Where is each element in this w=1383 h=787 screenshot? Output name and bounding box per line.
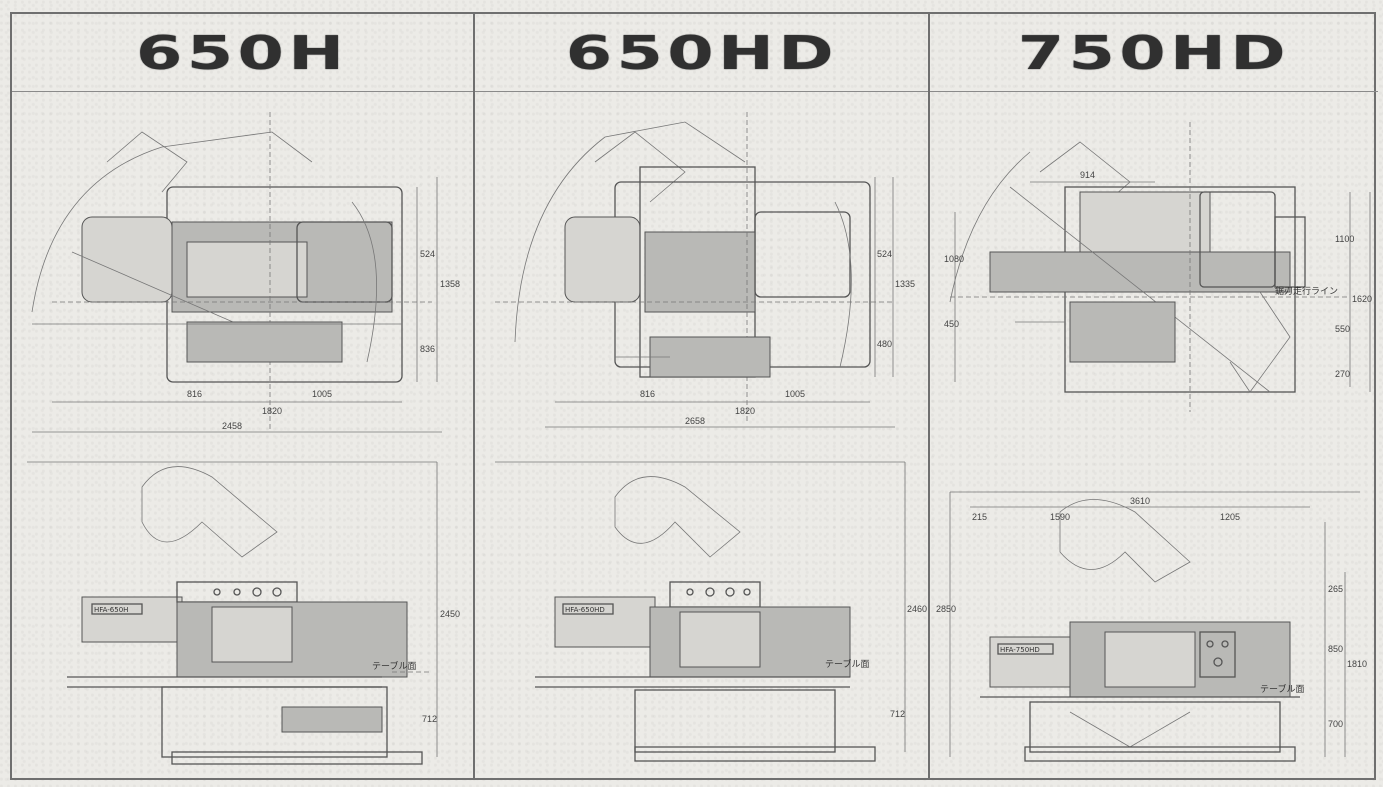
- dim-text: 816: [187, 389, 202, 399]
- front-view: HFA-650H テーブル面 2450 712: [27, 461, 460, 765]
- column-750hd: 750HD: [930, 14, 1378, 778]
- dim-text: 2460: [907, 604, 927, 614]
- top-view: 524 1335 480 816 1005 1820 2658: [495, 112, 915, 428]
- dim-text: 2658: [685, 416, 705, 426]
- column-header: 650HD: [475, 14, 928, 92]
- dim-text: 524: [420, 249, 435, 259]
- model-title: 750HD: [1017, 25, 1291, 80]
- column-header: 650H: [12, 14, 473, 92]
- dim-text: 215: [972, 512, 987, 522]
- dim-text: 480: [877, 339, 892, 349]
- dim-text: 524: [877, 249, 892, 259]
- dim-text: 450: [944, 319, 959, 329]
- drawing-650hd: 524 1335 480 816 1005 1820 2658 HFA-650H…: [495, 112, 927, 762]
- dim-text: 1820: [735, 406, 755, 416]
- dim-text: 1205: [1220, 512, 1240, 522]
- dim-text: 1620: [1352, 294, 1372, 304]
- dim-text: 270: [1335, 369, 1350, 379]
- column-650hd: 650HD: [475, 14, 930, 778]
- top-view: 914 1080 1100 1620 450 550 270 鋸刃走行ライン: [944, 122, 1372, 412]
- dim-text: 3610: [1130, 496, 1150, 506]
- dim-text: 265: [1328, 584, 1343, 594]
- drawing-650h: 524 1358 836 816 1005 1820 2458 HFA-650H: [27, 112, 460, 765]
- dim-text: 1820: [262, 406, 282, 416]
- saw-line-label: 鋸刃走行ライン: [1275, 285, 1338, 297]
- dim-text: 914: [1080, 170, 1095, 180]
- column-header: 750HD: [930, 14, 1378, 92]
- table-surface-label: テーブル面: [1260, 683, 1304, 695]
- table-surface-label: テーブル面: [825, 658, 869, 670]
- front-view: HFA-750HD 3610 215 1590 1205 2850: [936, 491, 1367, 762]
- dim-text: 1100: [1335, 234, 1354, 244]
- dim-text: 700: [1328, 719, 1343, 729]
- dim-text: 1358: [440, 279, 460, 289]
- dim-text: 1005: [785, 389, 805, 399]
- table-surface-label: テーブル面: [372, 660, 416, 672]
- dim-text: 2450: [440, 609, 460, 619]
- drawing-frame: 650H: [10, 12, 1378, 780]
- dim-text: 2850: [936, 604, 956, 614]
- model-title: 650H: [136, 25, 349, 80]
- dim-text: 1005: [312, 389, 332, 399]
- dim-text: 550: [1335, 324, 1350, 334]
- dim-text: 1810: [1347, 659, 1367, 669]
- front-view: HFA-650HD テーブル面 2460 712: [495, 461, 927, 762]
- drawing-750hd: 914 1080 1100 1620 450 550 270 鋸刃走行ライン: [936, 122, 1372, 762]
- dim-text: 1335: [895, 279, 915, 289]
- dim-text: 816: [640, 389, 655, 399]
- dim-text: 1080: [944, 254, 964, 264]
- dim-text: 2458: [222, 421, 242, 431]
- dim-text: 836: [420, 344, 435, 354]
- dim-text: 712: [890, 709, 905, 719]
- dim-text: 1590: [1050, 512, 1070, 522]
- model-title: 650HD: [565, 25, 838, 80]
- top-view: 524 1358 836 816 1005 1820 2458: [31, 112, 460, 433]
- nameplate: HFA-650H: [94, 606, 128, 614]
- dim-text: 850: [1328, 644, 1343, 654]
- column-650h: 650H: [12, 14, 475, 778]
- nameplate: HFA-750HD: [1000, 646, 1040, 654]
- nameplate: HFA-650HD: [565, 606, 605, 614]
- dim-text: 712: [422, 714, 437, 724]
